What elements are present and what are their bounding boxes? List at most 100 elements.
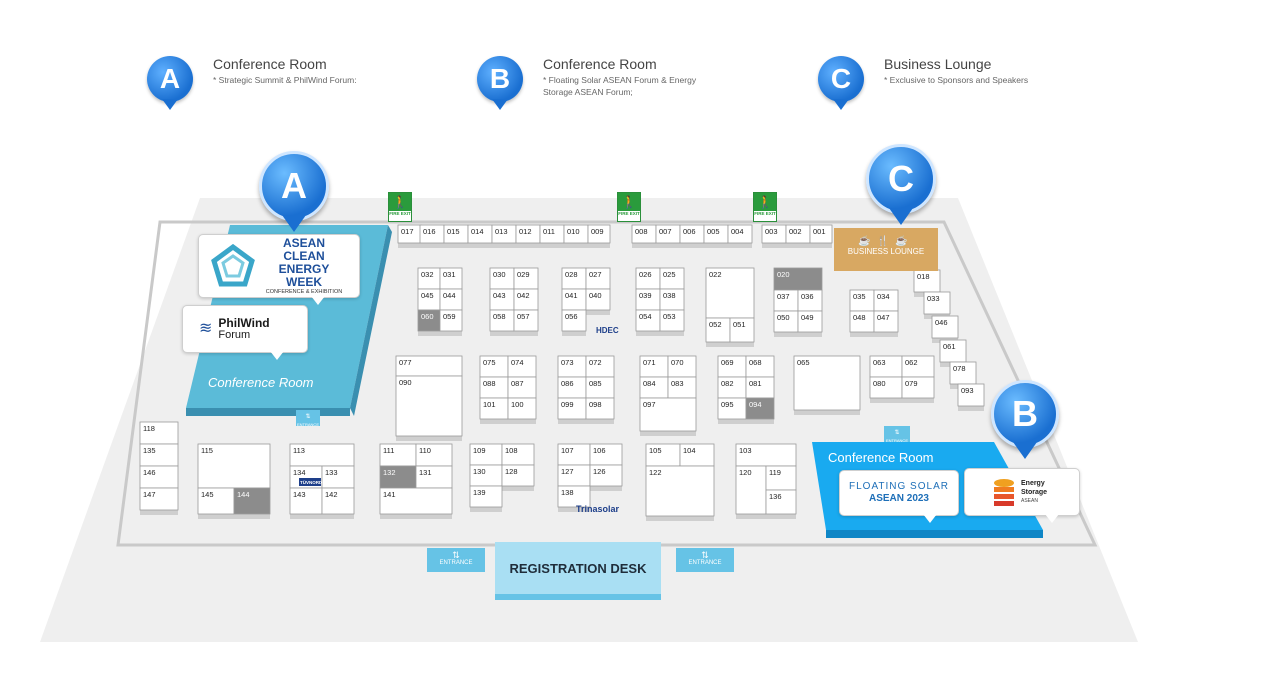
pin-c-marker-icon[interactable]: C — [866, 144, 936, 214]
pin-a-icon: A — [147, 56, 193, 102]
booth-056[interactable]: 056 — [561, 309, 587, 336]
booth-052[interactable]: 052 — [705, 317, 731, 347]
booth-001[interactable]: 001 — [809, 224, 833, 248]
booth-047[interactable]: 047 — [873, 310, 899, 337]
booth-144[interactable]: 144 — [233, 487, 271, 519]
booth-013[interactable]: 013 — [491, 224, 517, 248]
booth-side — [762, 243, 786, 248]
booth-014[interactable]: 014 — [467, 224, 493, 248]
fire-exit-3[interactable]: 🚶FIRE EXIT — [753, 192, 777, 222]
booth-094[interactable]: 094 — [745, 397, 775, 424]
booth-rect — [233, 487, 271, 515]
business-lounge[interactable]: ☕🍴☕ BUSINESS LOUNGE — [834, 228, 938, 271]
booth-051[interactable]: 051 — [729, 317, 755, 347]
booth-101[interactable]: 101 — [479, 397, 509, 424]
pin-b-marker-icon[interactable]: B — [991, 380, 1059, 448]
booth-number: 073 — [561, 358, 574, 367]
acew-card[interactable]: ASEAN CLEAN ENERGY WEEK CONFERENCE & EXH… — [198, 234, 360, 305]
booth-122[interactable]: 122 — [645, 465, 715, 521]
booth-143[interactable]: 143 — [289, 487, 323, 519]
booth-006[interactable]: 006 — [679, 224, 705, 248]
booth-049[interactable]: 049 — [797, 310, 823, 337]
booth-141[interactable]: 141 — [379, 487, 453, 519]
booth-rect — [321, 487, 355, 515]
booth-048[interactable]: 048 — [849, 310, 875, 337]
booth-number: 046 — [935, 318, 948, 327]
booth-number: 009 — [591, 227, 604, 236]
booth-009[interactable]: 009 — [587, 224, 611, 248]
booth-side — [440, 331, 462, 336]
booth-007[interactable]: 007 — [655, 224, 681, 248]
booth-010[interactable]: 010 — [563, 224, 589, 248]
booth-rect — [197, 443, 271, 489]
booth-050[interactable]: 050 — [773, 310, 799, 337]
booth-095[interactable]: 095 — [717, 397, 747, 424]
booth-100[interactable]: 100 — [507, 397, 537, 424]
booth-054[interactable]: 054 — [635, 309, 661, 336]
booth-005[interactable]: 005 — [703, 224, 729, 248]
booth-139[interactable]: 139 — [469, 485, 503, 512]
booth-004[interactable]: 004 — [727, 224, 753, 248]
booth-016[interactable]: 016 — [419, 224, 445, 248]
booth-145[interactable]: 145 — [197, 487, 235, 519]
entrance-a[interactable]: ⇅ENTRANCE — [296, 410, 320, 427]
booth-057[interactable]: 057 — [513, 309, 539, 336]
esa-card[interactable]: Energy Storage ASEAN — [964, 468, 1080, 523]
registration-desk[interactable]: REGISTRATION DESK — [495, 542, 661, 600]
conf-b-label: Conference Room — [828, 450, 934, 465]
booth-080[interactable]: 080 — [869, 376, 903, 403]
booth-side — [322, 514, 354, 519]
booth-017[interactable]: 017 — [397, 224, 423, 248]
entrance-b[interactable]: ⇅ENTRANCE — [884, 426, 910, 443]
booth-058[interactable]: 058 — [489, 309, 515, 336]
booth-098[interactable]: 098 — [585, 397, 615, 424]
pin-a-marker-icon[interactable]: A — [259, 151, 329, 221]
booth-008[interactable]: 008 — [631, 224, 657, 248]
fire-exit-2[interactable]: 🚶FIRE EXIT — [617, 192, 641, 222]
booth-093[interactable]: 093 — [957, 383, 985, 411]
booth-090[interactable]: 090 — [395, 375, 463, 441]
booth-138[interactable]: 138 — [557, 485, 591, 512]
booth-003[interactable]: 003 — [761, 224, 787, 248]
booth-number: 144 — [237, 490, 250, 499]
booth-number: 142 — [325, 490, 338, 499]
booth-128[interactable]: 128 — [501, 464, 535, 491]
booth-side — [234, 514, 270, 519]
booth-046[interactable]: 046 — [931, 315, 959, 343]
booth-022[interactable]: 022 — [705, 267, 755, 323]
booth-059[interactable]: 059 — [439, 309, 463, 336]
booth-099[interactable]: 099 — [557, 397, 587, 424]
booth-119[interactable]: 119 — [765, 465, 797, 495]
booth-115[interactable]: 115 — [197, 443, 271, 493]
booth-015[interactable]: 015 — [443, 224, 469, 248]
booth-rect — [469, 485, 503, 508]
booth-142[interactable]: 142 — [321, 487, 355, 519]
booth-number: 022 — [709, 270, 722, 279]
fire-exit-1[interactable]: 🚶FIRE EXIT — [388, 192, 412, 222]
booth-033[interactable]: 033 — [923, 291, 951, 319]
booth-number: 135 — [143, 446, 156, 455]
booth-rect — [765, 489, 797, 515]
booth-002[interactable]: 002 — [785, 224, 811, 248]
booth-126[interactable]: 126 — [589, 464, 623, 491]
booth-number: 010 — [567, 227, 580, 236]
booth-136[interactable]: 136 — [765, 489, 797, 519]
booth-097[interactable]: 097 — [639, 397, 697, 436]
booth-number: 030 — [493, 270, 506, 279]
booth-060[interactable]: 060 — [417, 309, 441, 336]
philwind-card[interactable]: ≋ PhilWind Forum — [182, 305, 308, 360]
booth-053[interactable]: 053 — [659, 309, 685, 336]
booth-040[interactable]: 040 — [585, 288, 611, 315]
fsa-card[interactable]: FLOATING SOLAR ASEAN 2023 — [839, 470, 959, 523]
entrance-left[interactable]: ⇅ENTRANCE — [427, 548, 485, 572]
booth-011[interactable]: 011 — [539, 224, 565, 248]
booth-147[interactable]: 147 — [139, 487, 179, 515]
booth-number: 027 — [589, 270, 602, 279]
booth-079[interactable]: 079 — [901, 376, 935, 403]
booth-012[interactable]: 012 — [515, 224, 541, 248]
booth-120[interactable]: 120 — [735, 465, 767, 519]
trina-logo: Trinasolar — [576, 504, 620, 514]
entrance-right[interactable]: ⇅ENTRANCE — [676, 548, 734, 572]
booth-065[interactable]: 065 — [793, 355, 861, 415]
booth-rect — [585, 397, 615, 420]
